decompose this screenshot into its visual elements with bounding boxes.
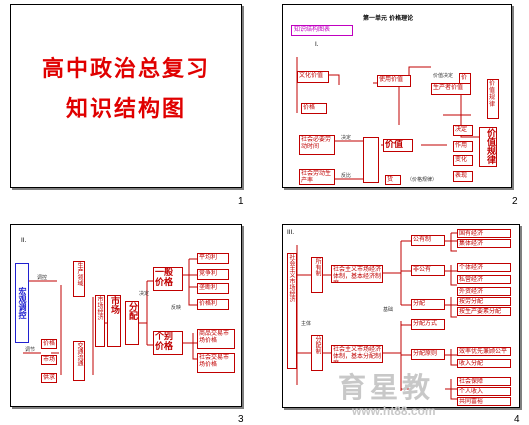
- box-value-law-vertical: 价值规律: [487, 79, 499, 119]
- label-control: 调控: [37, 275, 48, 281]
- box-r3: 变化: [453, 155, 473, 166]
- slide-title-line-2: 知识结构图: [65, 96, 186, 122]
- connector-lines: [296, 232, 457, 400]
- box-pay-by-factors: 按生产要素分配: [457, 307, 511, 316]
- box-individual-price: 个别价格: [153, 331, 183, 355]
- slide-thumbnail-2[interactable]: 第一单元 价格理论 知识结构图表 I. 文化价值 价格 使用价值 社会必要劳动时…: [282, 4, 512, 188]
- box-commodity-market-price: 商品交易市场价格: [197, 329, 235, 349]
- box-socialist-market-economy: 社会主义市场经济: [287, 253, 297, 369]
- box-price: 价格: [301, 103, 327, 114]
- box-value-small: 货: [385, 175, 401, 185]
- box-market-economy: 市场经济: [95, 295, 105, 347]
- box-state-economy: 国有经济: [457, 229, 511, 238]
- box-r2: 作用: [453, 141, 473, 152]
- box-income-distribution: 收入分配: [457, 359, 511, 368]
- box-labor-productivity: 社会劳动生产率: [299, 169, 335, 185]
- box-foreign-economy: 外资经济: [457, 287, 511, 296]
- box-general-price: 一般价格: [153, 267, 183, 291]
- roman-numeral: II.: [21, 237, 27, 244]
- box-basic-economic-system: 社会主义市场经济体制，基本经济制度: [331, 265, 383, 283]
- label-basis: 基础: [383, 307, 394, 313]
- box-common-prosperity: 共同富裕: [457, 397, 511, 406]
- box-culture-value: 文化价值: [297, 71, 329, 83]
- box-distribution-principle: 分配原则: [411, 349, 445, 360]
- box-ownership: 所有制: [311, 257, 323, 293]
- label-main: 主体: [301, 321, 312, 327]
- macro-control-box: 宏观调控: [15, 263, 29, 343]
- box-value-column: [363, 137, 379, 183]
- slide-number-3: 3: [238, 414, 244, 425]
- label-regulate: 调节: [25, 347, 36, 353]
- box-personal-income: 个人收入: [457, 387, 511, 396]
- box-competition-profit: 竞争利: [197, 269, 229, 280]
- box-social-market-price: 社会交易市场价格: [197, 353, 235, 373]
- box-distribution: 分配: [125, 301, 139, 345]
- label-price-law: （价格规律）: [407, 177, 438, 183]
- label-reflect: 反映: [171, 305, 182, 311]
- slide-number-4: 4: [514, 414, 520, 425]
- box-production-field: 生产领域: [73, 261, 85, 297]
- box-pay-by-labor: 按劳分配: [457, 297, 511, 306]
- box-use-value: 使用价值: [377, 75, 411, 87]
- box-individual-economy: 个体经济: [457, 263, 511, 272]
- connector-lines: [296, 57, 481, 180]
- box-market-small: 市场: [41, 355, 57, 365]
- slide-thumbnail-1[interactable]: 高中政治总复习 知识结构图: [10, 4, 242, 188]
- roman-numeral: I.: [315, 41, 319, 48]
- box-r4: 表现: [453, 171, 473, 182]
- box-distribution-system: 分配制: [311, 335, 323, 371]
- box-price-small: 价格: [41, 339, 57, 349]
- box-non-public: 非公有: [411, 265, 445, 276]
- box-distribution: 分配: [411, 299, 445, 310]
- box-distribution-method: 分配方式: [411, 319, 445, 330]
- label-decide: 决定: [139, 291, 150, 297]
- box-private-economy: 私营经济: [457, 275, 511, 284]
- label-decide: 决定: [341, 135, 352, 141]
- box-necessary-labor-time: 社会必要劳动时间: [299, 135, 335, 155]
- label-inverse: 反比: [341, 173, 352, 179]
- box-value-center: 价值: [383, 139, 413, 152]
- box-collective-economy: 集体经济: [457, 239, 511, 248]
- slide-title-line-1: 高中政治总复习: [41, 56, 210, 82]
- box-efficiency-fairness: 效率优先兼顾公平: [457, 347, 511, 356]
- label-value-decide: 价值决定: [433, 73, 454, 79]
- roman-numeral: III.: [287, 229, 295, 236]
- box-supply-small: 供求: [41, 373, 57, 383]
- box-producer-value: 生产者价值: [431, 83, 471, 95]
- box-avg-profit: 平均利: [197, 253, 229, 264]
- box-r1: 决定: [453, 125, 473, 136]
- box-social-security: 社会保障: [457, 377, 511, 386]
- slide-number-2: 2: [512, 196, 518, 207]
- box-price-profit: 价格利: [197, 299, 229, 310]
- slide-number-1: 1: [238, 196, 244, 207]
- box-value-law: 价值规律: [479, 127, 497, 167]
- box-monopoly-profit: 垄断利: [197, 283, 229, 294]
- box-basic-distribution-system: 社会主义市场经济体制，基本分配制度: [331, 345, 383, 363]
- box-public-ownership: 公有制: [411, 235, 445, 246]
- slide-thumbnail-4[interactable]: III.: [282, 224, 520, 408]
- slide-thumbnail-3[interactable]: II. 宏观调控 价格 市场 供求 生产领域 交通流通 市场经济 市场 分配 一…: [10, 224, 242, 407]
- box-circulation: 交通流通: [73, 341, 85, 381]
- slide-header: 第一单元 价格理论: [363, 15, 414, 22]
- box-market-big: 市场: [107, 295, 121, 347]
- section-tag: 知识结构图表: [291, 25, 353, 36]
